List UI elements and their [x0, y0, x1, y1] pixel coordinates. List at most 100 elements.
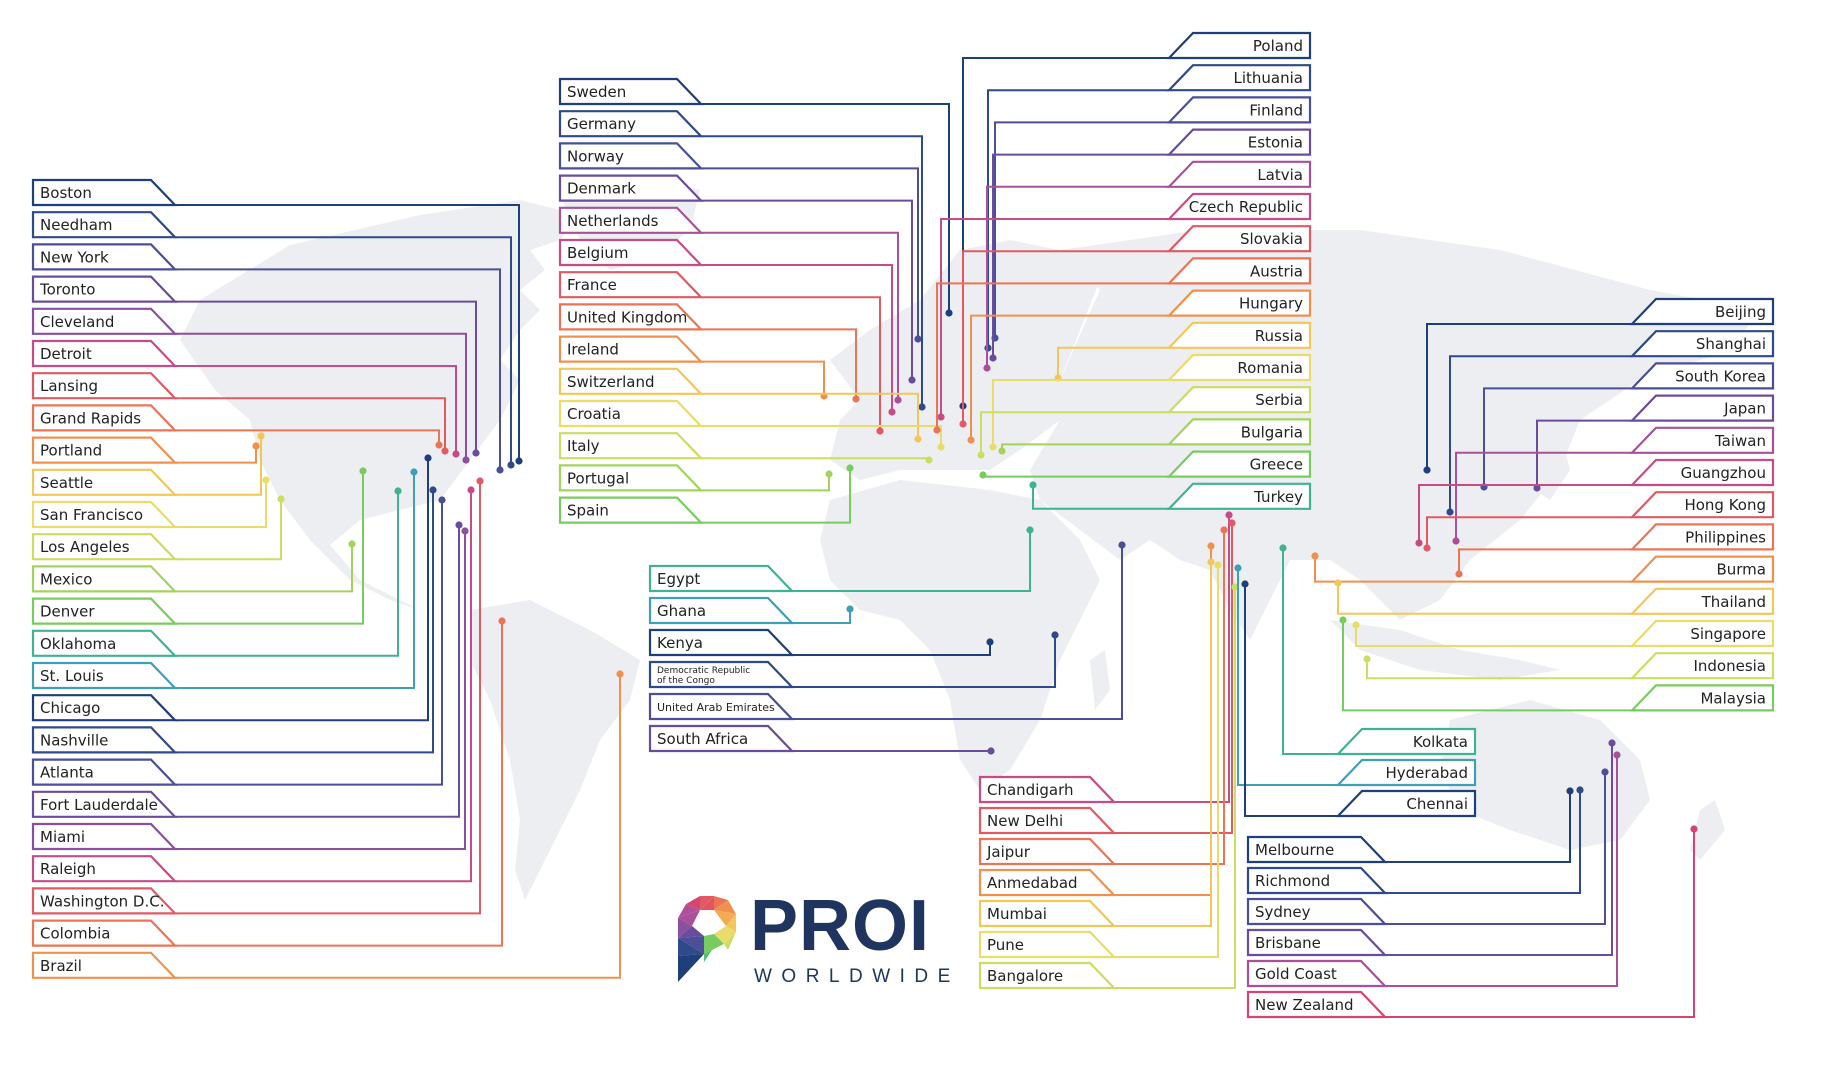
connector-line [936, 282, 1169, 430]
location-dot [476, 477, 484, 485]
location-dot [1228, 519, 1236, 527]
location-label-brazil: Brazil [31, 951, 178, 979]
label-text: Slovakia [1240, 230, 1303, 248]
europe-shape [830, 240, 1100, 480]
location-dot [945, 309, 953, 317]
location-dot [262, 476, 270, 484]
label-frame [1166, 450, 1312, 478]
location-dot [1026, 526, 1034, 534]
connector-line [792, 635, 1056, 688]
label-text: Singapore [1690, 625, 1766, 643]
location-label-switzerland: Switzerland [558, 367, 704, 395]
location-label-kenya: Kenya [648, 628, 795, 657]
label-frame [1166, 225, 1312, 253]
connector-line [701, 425, 942, 447]
label-frame [1246, 928, 1388, 957]
label-frame [1629, 394, 1775, 422]
location-dot [1231, 583, 1239, 591]
location-label-netherlands: Netherlands [558, 206, 704, 234]
location-label-beijing: Beijing [1629, 297, 1775, 326]
connector-line [701, 264, 893, 412]
label-frame [978, 837, 1117, 866]
location-label-gold-coast: Gold Coast [1246, 959, 1388, 988]
connector-line [175, 458, 429, 722]
location-label-fort-lauderdale: Fort Lauderdale [31, 790, 178, 818]
connector-line [970, 314, 1169, 440]
label-frame [31, 211, 178, 239]
label-text: Brisbane [1255, 934, 1321, 952]
location-dot [455, 521, 463, 529]
connector-line [701, 231, 899, 400]
label-text: Japan [1723, 400, 1766, 418]
connector-line [175, 481, 481, 915]
label-text: Detroit [40, 345, 92, 363]
label-text: Estonia [1248, 134, 1303, 152]
label-text: New Delhi [987, 812, 1063, 830]
label-text: Poland [1253, 37, 1303, 55]
label-text: Italy [567, 437, 600, 455]
label-frame [31, 726, 178, 754]
connector-line [175, 268, 501, 470]
location-label-miami: Miami [31, 822, 178, 851]
location-label-raleigh: Raleigh [31, 855, 178, 883]
location-dot [441, 447, 449, 455]
label-frame [31, 694, 178, 722]
label-text: Nashville [40, 731, 108, 749]
location-label-shanghai: Shanghai [1629, 330, 1775, 358]
location-dot [1690, 825, 1698, 833]
logo-wordmark: PROI [750, 886, 931, 966]
location-label-mexico: Mexico [31, 565, 178, 593]
madagascar-shape [1090, 650, 1110, 710]
location-dot [998, 447, 1006, 455]
label-text: Hyderabad [1386, 764, 1469, 782]
connector-line [1449, 355, 1632, 512]
location-label-czech-republic: Czech Republic [1166, 192, 1312, 221]
label-text: Oklahoma [40, 635, 116, 653]
label-text: Denmark [567, 180, 636, 198]
label-frame [558, 496, 704, 524]
location-label-latvia: Latvia [1166, 160, 1312, 188]
label-text: Seattle [40, 474, 93, 492]
label-text: Malaysia [1700, 689, 1766, 707]
label-text: Indonesia [1693, 657, 1766, 675]
connector-line [792, 545, 1123, 720]
location-label-seattle: Seattle [31, 468, 178, 496]
label-frame [558, 238, 704, 267]
connector-line [175, 531, 466, 850]
connector-line [1114, 546, 1212, 896]
label-text: San Francisco [40, 506, 143, 524]
label-frame [1629, 426, 1775, 454]
label-frame [558, 335, 704, 363]
label-text: South Africa [657, 730, 748, 748]
location-dot [937, 413, 945, 421]
location-label-colombia: Colombia [31, 919, 178, 947]
connector-line [1385, 790, 1581, 894]
label-frame [1166, 353, 1312, 382]
connector-line [1366, 659, 1632, 680]
label-frame [1246, 897, 1388, 926]
connector-line [1337, 583, 1632, 615]
location-label-hong-kong: Hong Kong [1629, 491, 1775, 519]
label-frame [558, 399, 704, 428]
connector-line [940, 218, 1169, 417]
location-label-romania: Romania [1166, 353, 1312, 382]
label-text: Lithuania [1234, 69, 1303, 87]
label-frame [31, 951, 178, 979]
label-frame [978, 961, 1117, 990]
label-frame [31, 500, 178, 529]
label-frame [1629, 491, 1775, 519]
label-text: Gold Coast [1255, 965, 1337, 983]
label-frame [1246, 990, 1388, 1019]
location-label-washington-d-c: Washington D.C. [31, 887, 178, 915]
label-text: Russia [1255, 327, 1303, 345]
location-dot [1051, 631, 1059, 639]
label-text: Chandigarh [987, 781, 1074, 799]
label-frame [31, 533, 178, 561]
location-label-egypt: Egypt [648, 564, 795, 593]
location-dot [616, 670, 624, 678]
label-text: Serbia [1255, 391, 1303, 409]
label-text: Fort Lauderdale [40, 796, 158, 814]
location-dot [979, 471, 987, 479]
